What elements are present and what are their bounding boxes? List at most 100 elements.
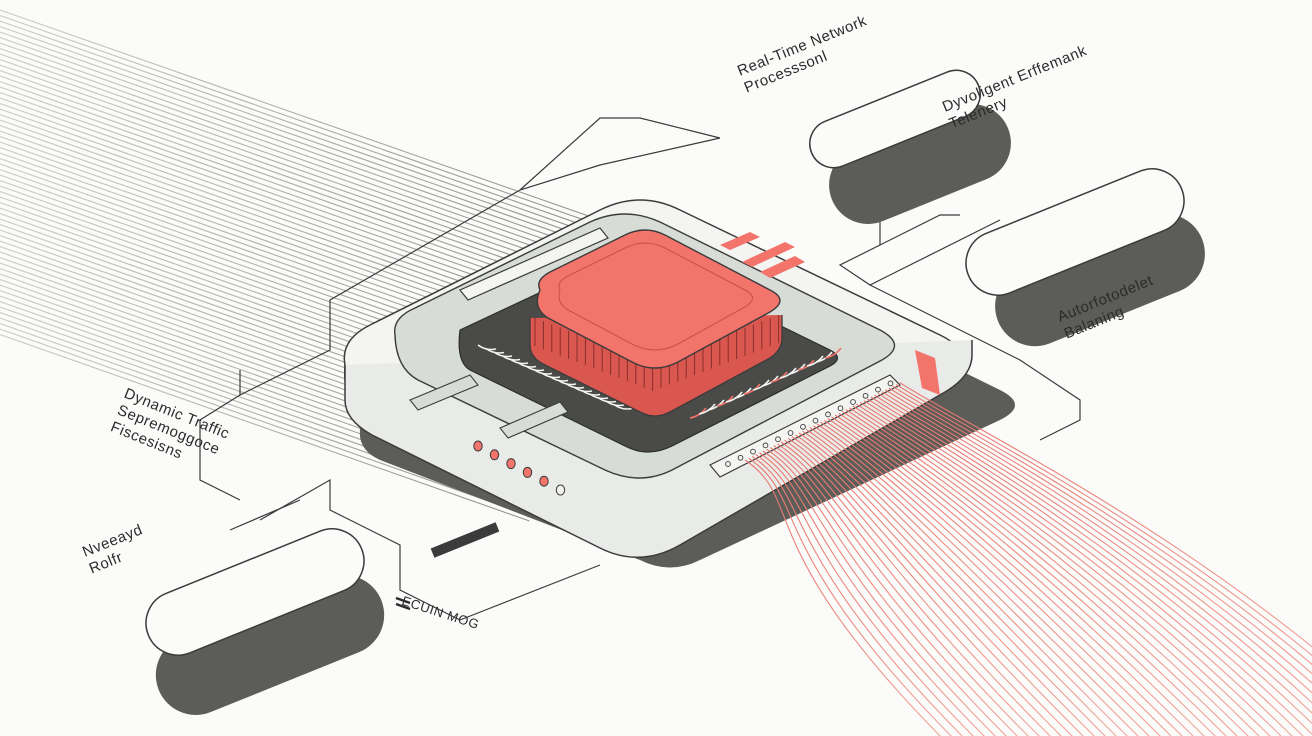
stream-line bbox=[899, 382, 1312, 648]
pin bbox=[806, 355, 824, 367]
port-dot bbox=[825, 411, 831, 418]
stream-line bbox=[755, 454, 974, 736]
pin bbox=[752, 379, 770, 391]
stream-line bbox=[802, 430, 1117, 736]
pill-telemetry bbox=[965, 168, 1205, 347]
pin bbox=[815, 351, 833, 363]
stream-line bbox=[834, 414, 1216, 736]
stream-line bbox=[892, 385, 1312, 666]
stream-line bbox=[895, 383, 1312, 657]
stream-line bbox=[867, 398, 1312, 735]
slot-rects bbox=[409, 374, 569, 439]
port-dot bbox=[762, 442, 769, 449]
circuit-traces bbox=[199, 117, 1081, 621]
pin bbox=[797, 359, 815, 371]
stream-line bbox=[888, 387, 1312, 675]
stream-line bbox=[791, 436, 1084, 736]
port-dot bbox=[750, 448, 756, 455]
pin bbox=[613, 403, 633, 410]
stream-line bbox=[0, 69, 587, 277]
stream-line bbox=[0, 20, 598, 231]
stream-line bbox=[827, 418, 1194, 736]
stream-line bbox=[762, 450, 996, 736]
stream-line bbox=[748, 457, 952, 736]
pin bbox=[698, 403, 716, 415]
stream-line bbox=[852, 405, 1271, 736]
pill-nested bbox=[145, 528, 385, 715]
stream-line bbox=[798, 432, 1106, 736]
pin bbox=[734, 387, 752, 399]
stream-line bbox=[773, 445, 1029, 736]
stream-line bbox=[856, 403, 1282, 736]
stream-line bbox=[823, 419, 1183, 736]
ground-bar bbox=[430, 522, 500, 558]
pin bbox=[743, 383, 761, 395]
stream-line bbox=[0, 86, 584, 292]
stream-line bbox=[769, 446, 1018, 736]
led bbox=[555, 484, 566, 496]
stream-line bbox=[859, 401, 1293, 736]
pin bbox=[716, 395, 734, 407]
stream-line bbox=[0, 14, 599, 226]
stream-line bbox=[881, 391, 1312, 694]
stream-line bbox=[0, 58, 590, 267]
pin bbox=[725, 391, 743, 403]
stream-line bbox=[809, 427, 1139, 736]
stream-line bbox=[0, 80, 585, 287]
processor-die bbox=[529, 229, 783, 417]
stream-line bbox=[0, 42, 593, 252]
stacked-lines-icon bbox=[395, 596, 411, 611]
pin bbox=[761, 375, 779, 387]
pill-realtime bbox=[809, 69, 1011, 224]
led bbox=[473, 440, 483, 452]
chip-pins bbox=[477, 344, 842, 419]
led bbox=[489, 449, 500, 461]
stream-line bbox=[0, 75, 586, 282]
stream-line bbox=[0, 91, 583, 298]
status-leds bbox=[473, 440, 566, 496]
stream-line bbox=[870, 396, 1312, 725]
pin bbox=[689, 407, 707, 419]
stream-line bbox=[784, 439, 1062, 736]
pin bbox=[707, 399, 725, 411]
stream-line bbox=[885, 389, 1312, 684]
stream-line bbox=[0, 53, 591, 262]
stream-line bbox=[751, 455, 963, 736]
stream-line bbox=[0, 64, 589, 272]
pin bbox=[770, 371, 788, 383]
stream-line bbox=[863, 400, 1304, 736]
port-dot bbox=[737, 454, 744, 461]
stream-line bbox=[744, 459, 941, 736]
pin bbox=[788, 363, 806, 375]
stream-line bbox=[849, 407, 1260, 736]
connector-strip-top bbox=[459, 227, 609, 301]
stream-line bbox=[795, 434, 1095, 736]
stream-line bbox=[766, 448, 1007, 736]
stream-line bbox=[877, 392, 1312, 704]
port-dot bbox=[775, 436, 781, 443]
stream-line bbox=[759, 452, 985, 736]
led bbox=[506, 458, 516, 470]
pin bbox=[779, 367, 797, 379]
stream-line bbox=[838, 412, 1227, 736]
stream-line bbox=[874, 394, 1312, 714]
stream-line bbox=[0, 25, 597, 236]
port-dot bbox=[887, 380, 894, 387]
port-dot bbox=[725, 461, 731, 467]
stream-line bbox=[787, 437, 1073, 736]
stream-line bbox=[780, 441, 1051, 736]
stream-line bbox=[841, 410, 1238, 736]
port-dot bbox=[812, 417, 819, 424]
stream-line bbox=[816, 423, 1161, 736]
stream-line bbox=[845, 409, 1249, 736]
outgoing-data-stream bbox=[744, 382, 1312, 736]
stream-line bbox=[777, 443, 1040, 736]
port-dot bbox=[787, 430, 794, 436]
port-dot bbox=[850, 399, 856, 405]
port-dot bbox=[875, 386, 881, 393]
led bbox=[539, 475, 549, 487]
pin bbox=[824, 347, 842, 359]
stream-line bbox=[0, 9, 601, 221]
port-dot bbox=[837, 405, 844, 412]
